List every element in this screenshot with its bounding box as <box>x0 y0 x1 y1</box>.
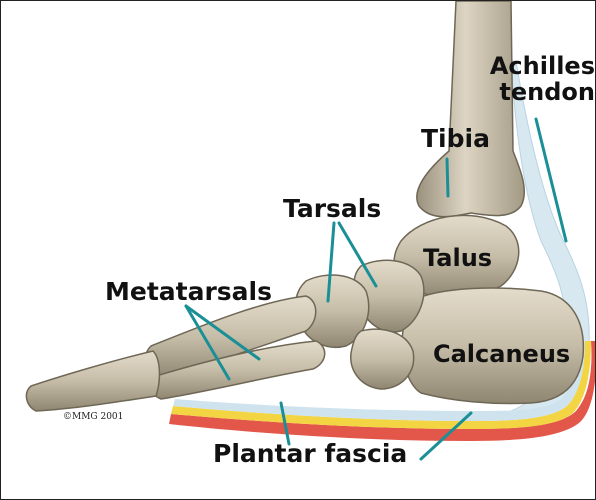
label-achilles-line2: tendon <box>485 79 595 105</box>
phalanges-bones <box>26 351 159 411</box>
label-achilles-tendon: Achilles tendon <box>485 53 595 105</box>
label-tarsals: Tarsals <box>283 196 381 221</box>
label-plantar-fascia: Plantar fascia <box>213 441 407 466</box>
label-talus: Talus <box>423 246 492 270</box>
copyright-notice: ©MMG 2001 <box>63 413 123 422</box>
tibia-bone <box>417 1 524 217</box>
label-tibia: Tibia <box>421 126 490 151</box>
label-achilles-line1: Achilles <box>485 53 595 79</box>
label-calcaneus: Calcaneus <box>433 342 570 366</box>
tibia-leader-line <box>447 159 448 196</box>
cuboid-bone <box>351 329 414 389</box>
label-metatarsals: Metatarsals <box>105 279 272 304</box>
